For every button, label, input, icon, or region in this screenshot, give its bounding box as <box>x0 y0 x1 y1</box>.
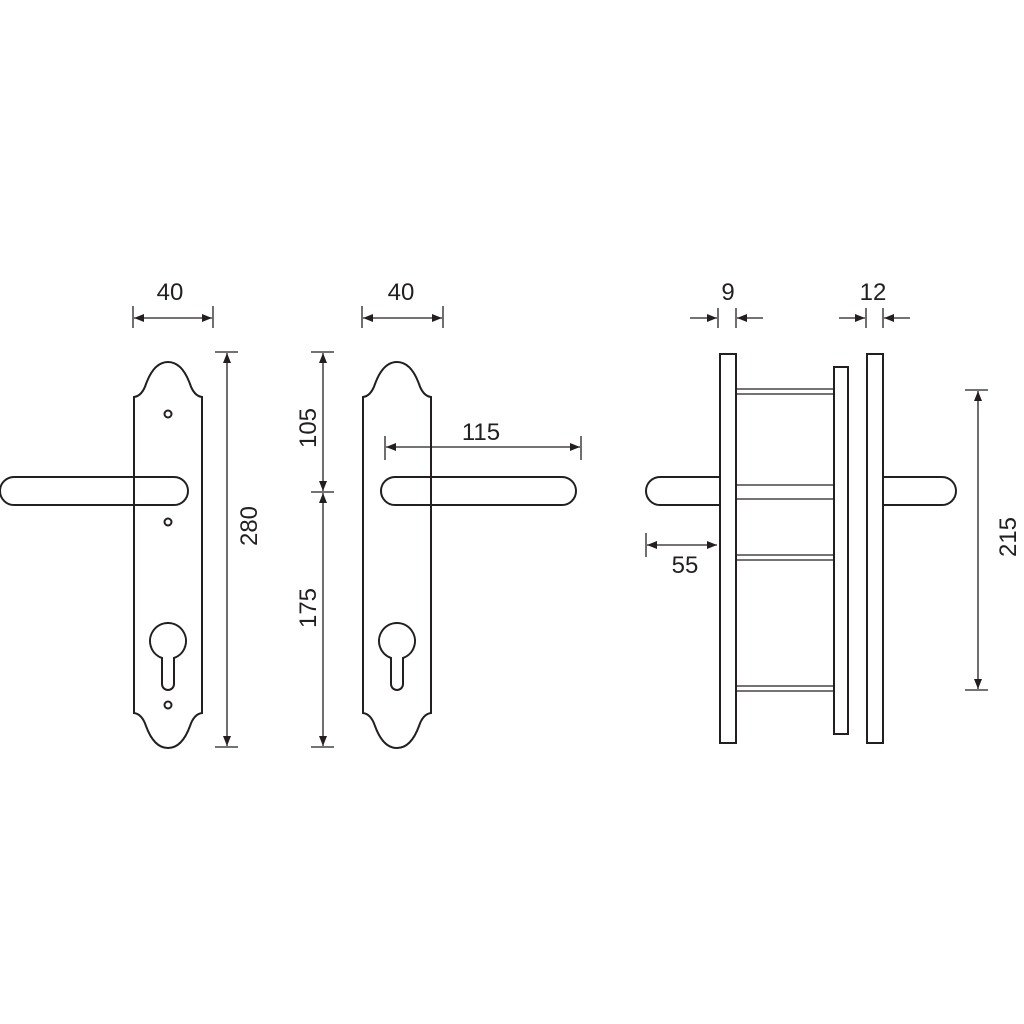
side-view: 9 12 55 215 <box>645 279 1022 744</box>
dimension-label-upper: 105 <box>295 408 322 448</box>
dimension-label-width: 40 <box>388 279 415 306</box>
lever-stub-left <box>645 476 720 506</box>
dimension-label-lower: 175 <box>295 588 322 628</box>
dimension-label-back-thickness: 12 <box>860 279 887 306</box>
cylinder-keyhole <box>378 622 416 691</box>
cylinder-keyhole <box>149 622 187 691</box>
front-plate-side <box>719 353 737 744</box>
front-view-plate-with-lever: 40 280 <box>0 279 263 750</box>
screw-hole-middle <box>163 517 173 527</box>
dimension-label-fixing: 215 <box>995 517 1022 557</box>
lever-stub-right <box>883 476 957 506</box>
lever-handle <box>0 476 189 506</box>
door-inner-plate-side <box>833 366 849 735</box>
back-plate-side <box>866 353 884 744</box>
dimension-label-lever: 115 <box>462 419 500 446</box>
dimension-label-projection: 55 <box>672 552 699 579</box>
dimension-label-width: 40 <box>157 279 184 306</box>
screw-hole-top <box>163 409 173 419</box>
dimension-label-front-thickness: 9 <box>721 279 734 306</box>
dimension-label-height: 280 <box>236 506 263 546</box>
backplate-outline <box>133 360 203 750</box>
front-view-dimensioned: 40 115 105 175 <box>295 279 582 750</box>
backplate-outline <box>362 360 432 750</box>
through-bolts <box>736 388 834 692</box>
lever-handle <box>380 476 577 506</box>
screw-hole-bottom <box>163 700 173 710</box>
